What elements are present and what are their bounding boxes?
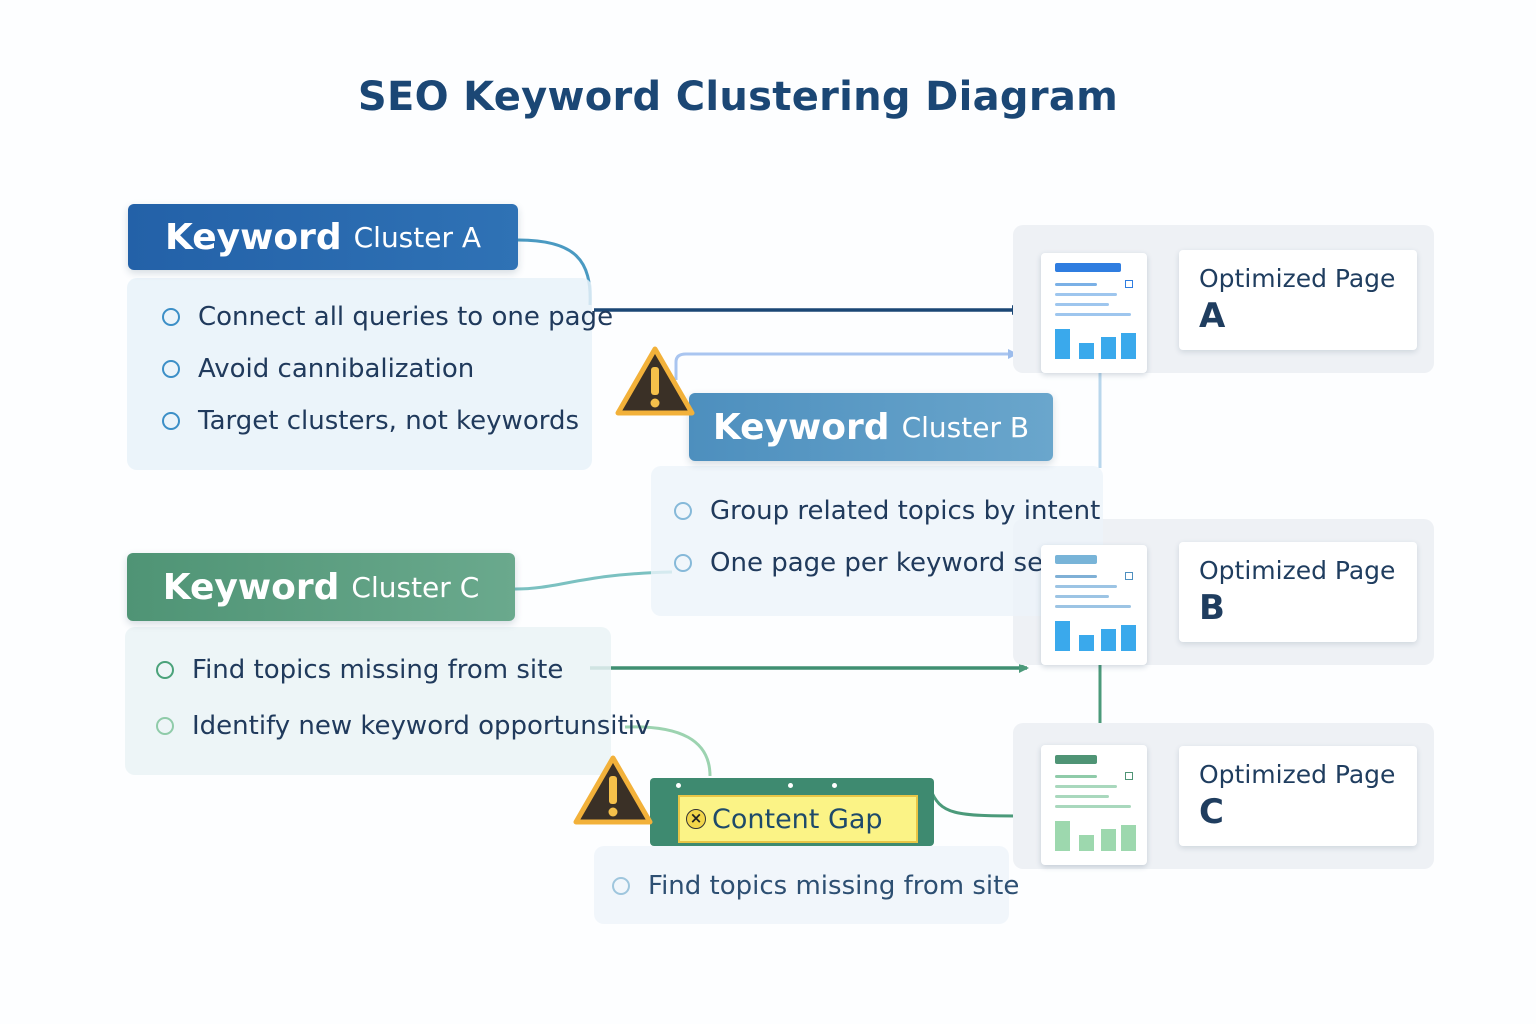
page-a-title: Optimized Page <box>1199 264 1396 293</box>
cluster-c-panel <box>125 627 611 775</box>
cluster-a-item: Connect all queries to one page <box>162 302 613 332</box>
cluster-a-item-text: Avoid cannibalization <box>198 354 475 384</box>
cluster-b-item-text: One page per keyword set <box>710 548 1054 578</box>
connector-c-to-gap <box>624 725 712 777</box>
page-b-label[interactable]: Optimized Page B <box>1179 542 1417 642</box>
x-circle-icon: × <box>686 809 706 829</box>
cluster-c-item-text: Find topics missing from site <box>192 655 564 685</box>
document-chart-icon <box>1041 545 1147 665</box>
document-chart-icon <box>1041 253 1147 373</box>
decor-dot <box>788 783 793 788</box>
content-gap-tag[interactable]: × Content Gap <box>678 795 918 843</box>
cluster-c-item: Identify new keyword opportunsitiv <box>156 711 650 741</box>
content-gap-item: Find topics missing from site <box>612 871 1019 901</box>
cluster-a-label: Cluster A <box>353 220 482 254</box>
cluster-c-label: Cluster C <box>351 570 480 604</box>
warning-triangle-icon <box>615 346 695 416</box>
cluster-b-item-text: Group related topics by intent <box>710 496 1101 526</box>
page-a-letter: A <box>1199 296 1226 336</box>
page-b-title: Optimized Page <box>1199 556 1396 585</box>
page-c-letter: C <box>1199 792 1224 832</box>
cluster-b-keyword: Keyword <box>712 406 890 448</box>
document-chart-icon <box>1041 745 1147 865</box>
circle-bullet-icon <box>162 360 180 378</box>
decor-dot <box>832 783 837 788</box>
cluster-b-label: Cluster B <box>901 410 1030 444</box>
cluster-a-keyword: Keyword <box>164 216 342 258</box>
cluster-a-item: Avoid cannibalization <box>162 354 474 384</box>
cluster-a-item: Target clusters, not keywords <box>162 406 579 436</box>
cluster-a-item-text: Connect all queries to one page <box>198 302 614 332</box>
cluster-b-header[interactable]: Keyword Cluster B <box>689 393 1053 461</box>
arrow-gap-to-page-c <box>928 787 1026 821</box>
content-gap-item-text: Find topics missing from site <box>648 871 1020 901</box>
content-gap-panel <box>594 846 1009 924</box>
cluster-c-header[interactable]: Keyword Cluster C <box>127 553 515 621</box>
warning-triangle-icon <box>573 755 653 825</box>
cluster-c-keyword: Keyword <box>162 566 340 608</box>
content-gap-label: Content Gap <box>712 803 883 835</box>
circle-bullet-icon <box>156 661 174 679</box>
circle-bullet-icon <box>674 554 692 572</box>
page-a-label[interactable]: Optimized Page A <box>1179 250 1417 350</box>
cluster-c-item: Find topics missing from site <box>156 655 563 685</box>
page-c-title: Optimized Page <box>1199 760 1396 789</box>
page-b-letter: B <box>1199 588 1225 628</box>
circle-bullet-icon <box>612 877 630 895</box>
connector-c-to-b <box>514 570 673 591</box>
cluster-a-panel <box>127 278 592 470</box>
cluster-a-header[interactable]: Keyword Cluster A <box>128 204 518 270</box>
cluster-b-panel <box>651 466 1103 616</box>
diagram-title: SEO Keyword Clustering Diagram <box>357 74 1119 120</box>
page-c-label[interactable]: Optimized Page C <box>1179 746 1417 846</box>
circle-bullet-icon <box>156 717 174 735</box>
circle-bullet-icon <box>162 412 180 430</box>
cluster-b-item: One page per keyword set <box>674 548 1053 578</box>
cluster-b-item: Group related topics by intent <box>674 496 1100 526</box>
cluster-a-item-text: Target clusters, not keywords <box>198 406 580 436</box>
decor-dot <box>676 783 681 788</box>
circle-bullet-icon <box>674 502 692 520</box>
arrow-cluster-b-to-page-a <box>674 349 1018 380</box>
circle-bullet-icon <box>162 308 180 326</box>
cluster-c-item-text: Identify new keyword opportunsitiv <box>192 711 651 741</box>
